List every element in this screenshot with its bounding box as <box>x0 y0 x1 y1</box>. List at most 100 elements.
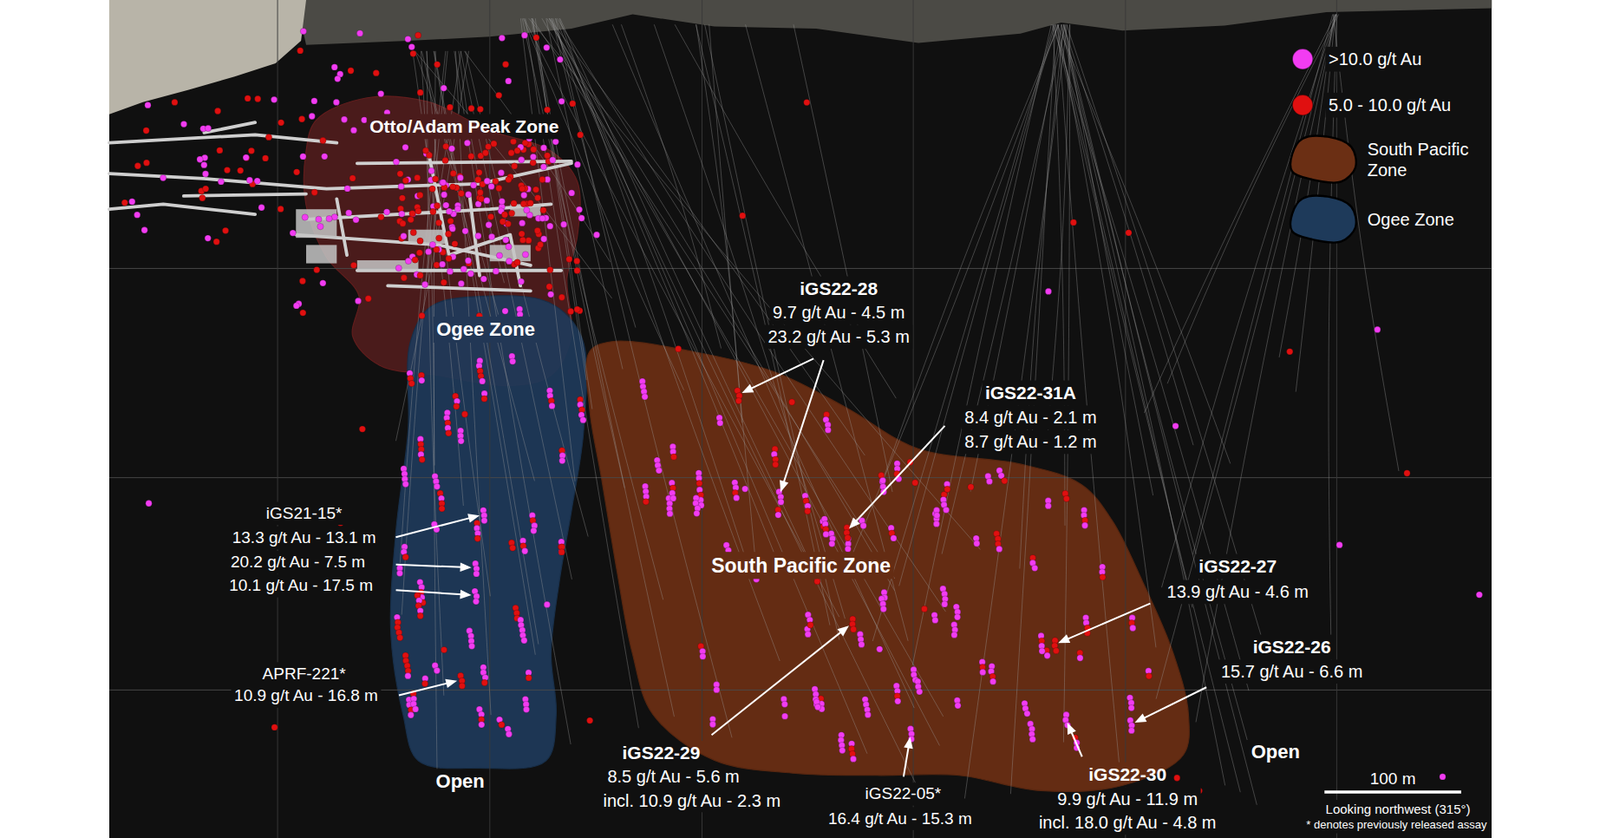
assay-point <box>860 522 867 529</box>
assay-point <box>492 177 499 184</box>
assay-point <box>143 159 150 166</box>
assay-point <box>248 147 255 154</box>
assay-point <box>552 138 559 145</box>
assay-point <box>824 426 831 433</box>
drill-trace <box>1155 13 1336 699</box>
assay-point <box>299 277 306 284</box>
assay-point <box>480 275 487 282</box>
assay-point <box>488 233 495 240</box>
assay-point <box>505 78 512 85</box>
zone-name: Ogee Zone <box>436 318 536 340</box>
drill-hole-id: iGS22-05* <box>864 784 941 804</box>
assay-point <box>527 199 534 206</box>
leader-line <box>396 564 463 568</box>
leader-arrows <box>395 358 1207 777</box>
assay-point <box>1475 591 1483 598</box>
assay-point <box>356 30 363 37</box>
assay-point <box>460 266 467 273</box>
assay-value: 16.4 g/t Au - 15.3 m <box>828 809 973 829</box>
assay-point <box>481 679 488 686</box>
assay-value: 13.9 g/t Au - 4.6 m <box>1167 581 1309 602</box>
assay-point <box>996 545 1003 552</box>
arrowhead <box>459 589 471 600</box>
legend-swatch-frame <box>1290 46 1315 72</box>
assay-point <box>293 302 300 309</box>
assay-point <box>574 161 581 168</box>
drill-trace <box>793 24 893 492</box>
assay-point <box>496 184 503 191</box>
assay-point <box>297 47 304 54</box>
assay-point <box>350 126 357 133</box>
assay-point <box>549 156 556 164</box>
assay-value: 9.9 g/t Au - 11.9 m <box>1057 789 1198 810</box>
assay-point <box>333 98 340 105</box>
assay-point <box>144 102 151 109</box>
arrowhead <box>741 384 754 393</box>
assay-point <box>418 312 425 319</box>
assay-point <box>1081 522 1088 529</box>
assay-point <box>490 140 497 147</box>
assay-point <box>243 154 250 161</box>
assay-point <box>415 208 422 215</box>
assay-point <box>439 261 446 268</box>
assay-point <box>989 678 996 685</box>
assay-point <box>440 84 447 92</box>
assay-value: incl. 10.9 g/t Au - 2.3 m <box>602 790 781 810</box>
assay-point <box>397 633 404 640</box>
assay-point <box>438 505 445 512</box>
assay-point <box>735 397 742 404</box>
drill-trace <box>1279 13 1334 358</box>
assay-point <box>1404 470 1411 477</box>
leader-line <box>1066 603 1150 640</box>
surface-rock <box>295 0 1492 46</box>
assay-point <box>967 483 974 490</box>
assay-point <box>530 146 537 153</box>
assay-point <box>425 151 432 158</box>
assay-point <box>485 222 492 229</box>
drill-trace <box>532 18 593 409</box>
assay-point <box>470 182 477 189</box>
assay-point <box>540 235 547 242</box>
assay-point <box>534 227 541 234</box>
assay-point <box>421 280 428 288</box>
assay-point <box>693 509 700 516</box>
assay-point <box>301 214 308 221</box>
assay-point <box>242 154 249 161</box>
drill-trace <box>696 24 743 423</box>
assay-point <box>320 137 327 144</box>
assay-point <box>822 530 830 537</box>
assay-point <box>416 249 423 256</box>
arrowhead <box>459 561 471 572</box>
assay-point <box>440 646 447 653</box>
assay-value: 8.4 g/t Au - 2.1 m <box>964 407 1097 428</box>
assay-point <box>349 175 356 182</box>
drill-hole-id: iGS22-30 <box>1088 764 1167 785</box>
assay-point <box>202 170 209 177</box>
assay-point <box>547 222 554 229</box>
assay-point <box>954 702 961 709</box>
assay-point <box>1001 477 1008 484</box>
assay-point <box>556 56 563 63</box>
drill-trace <box>548 18 940 745</box>
assay-point <box>454 205 461 212</box>
leader-line <box>750 358 814 389</box>
assay-point <box>311 97 318 105</box>
leader-line <box>396 589 464 595</box>
assay-point <box>271 724 278 731</box>
assay-point <box>378 213 385 220</box>
assay-point <box>365 295 372 302</box>
drill-trace <box>1047 24 1071 440</box>
assay-point <box>1439 773 1446 780</box>
assay-point <box>558 548 565 556</box>
assay-point <box>429 241 436 248</box>
assay-point <box>973 540 980 547</box>
assay-point <box>360 117 367 124</box>
assay-point <box>509 358 516 365</box>
assay-point <box>213 238 220 245</box>
leader-line <box>711 631 843 735</box>
assay-point <box>1174 774 1181 781</box>
assay-point <box>300 309 307 316</box>
assay-point <box>699 653 706 660</box>
assay-point <box>399 220 406 227</box>
zone-outline <box>301 93 582 390</box>
